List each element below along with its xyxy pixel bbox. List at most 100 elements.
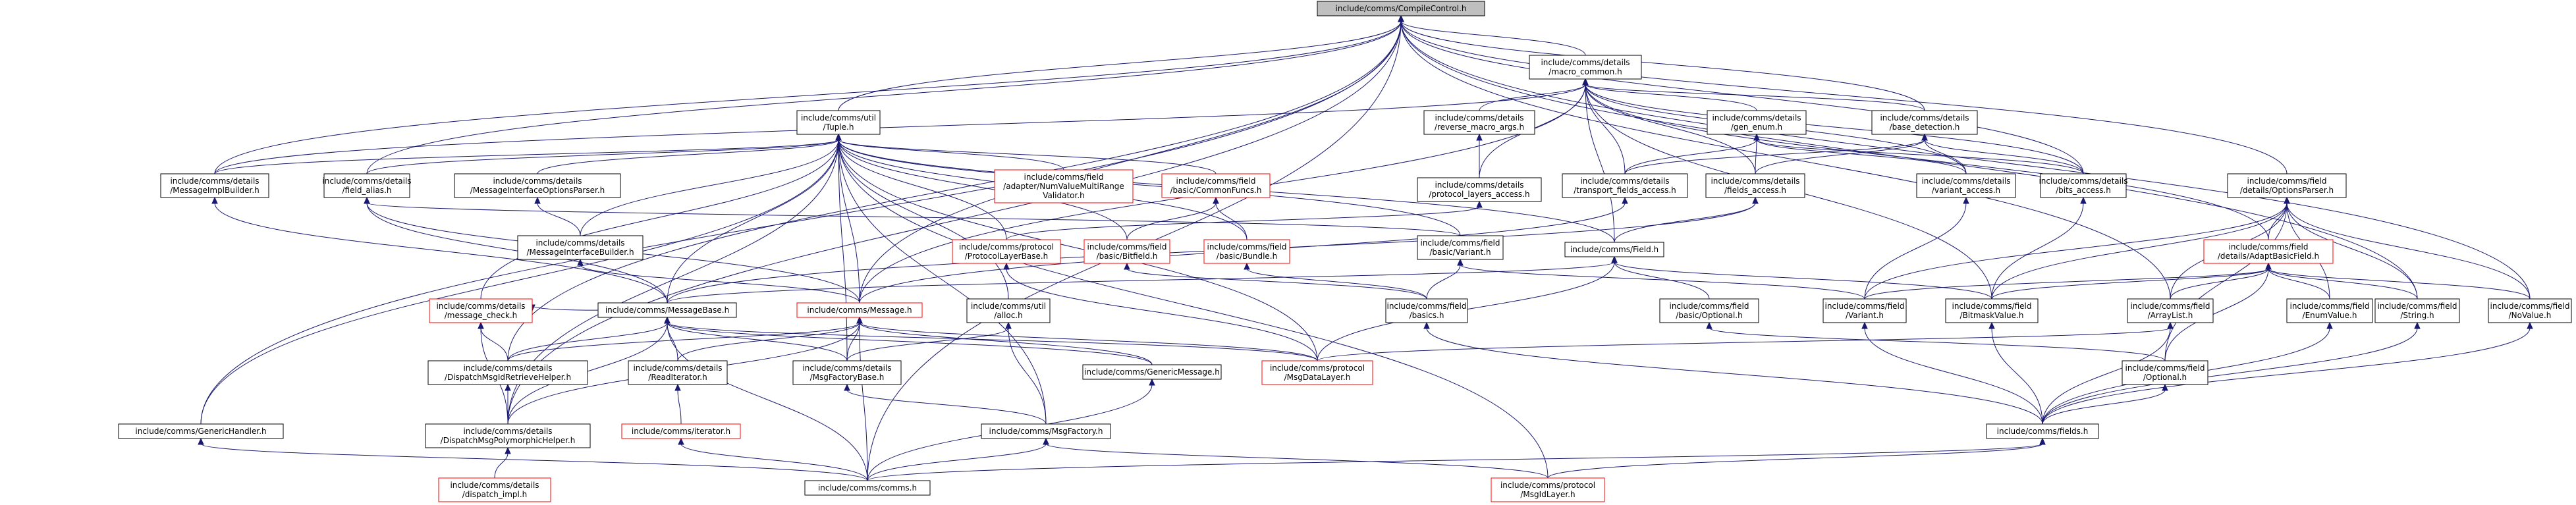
node-messagebase[interactable]: include/comms/MessageBase.h	[597, 302, 737, 318]
node-msgidlayer[interactable]: include/comms/protocol/MsgIdLayer.h	[1491, 477, 1605, 502]
node-macro_common[interactable]: include/comms/details/macro_common.h	[1529, 55, 1642, 80]
node-field_string[interactable]: include/comms/field/String.h	[2374, 298, 2460, 323]
node-label-line: /ArrayList.h	[2148, 311, 2193, 320]
node-basic_commonfuncs[interactable]: include/comms/field/basic/CommonFuncs.h	[1161, 173, 1271, 198]
edge-optionsparser-to-field_optional	[2164, 196, 2290, 361]
node-fields_access[interactable]: include/comms/details/fields_access.h	[1705, 173, 1805, 198]
node-optionsparser[interactable]: include/comms/field/details/OptionsParse…	[2227, 173, 2347, 198]
node-reverse_macro_args[interactable]: include/comms/details/reverse_macro_args…	[1423, 110, 1535, 135]
node-label-line: /alloc.h	[994, 311, 1022, 320]
node-alloc[interactable]: include/comms/util/alloc.h	[966, 298, 1051, 323]
edge-tuple-to-field_alias	[366, 133, 842, 174]
node-novalue[interactable]: include/comms/field/NoValue.h	[2488, 298, 2572, 323]
edge-gen_enum-to-transport_fields_access	[1624, 133, 1760, 174]
node-label-line: /Tuple.h	[823, 122, 854, 132]
node-dispatch_impl[interactable]: include/comms/details/dispatch_impl.h	[438, 477, 551, 502]
edge-macro_common-to-messageimplbuilder	[214, 78, 1589, 174]
edge-gen_enum-to-bits_access	[1753, 133, 2084, 174]
node-field_h[interactable]: include/comms/Field.h	[1564, 242, 1664, 257]
node-enumvalue[interactable]: include/comms/field/EnumValue.h	[2286, 298, 2373, 323]
edge-macro_common-to-field_h	[1582, 78, 1615, 243]
edge-tuple-to-messageinterfaceoptionsparser	[537, 133, 842, 174]
node-label-line: /NoValue.h	[2509, 311, 2552, 320]
node-messageinterfaceoptionsparser[interactable]: include/comms/details/MessageInterfaceOp…	[454, 173, 621, 198]
node-genericHandler[interactable]: include/comms/GenericHandler.h	[118, 423, 284, 439]
node-label-line: /bits_access.h	[2056, 186, 2111, 195]
node-dispatchmsgidretrievehelper[interactable]: include/comms/details/DispatchMsgIdRetri…	[427, 360, 588, 385]
node-adaptbasicfield[interactable]: include/comms/field/details/AdaptBasicFi…	[2203, 239, 2334, 264]
edge-messagebase-to-genericmessage	[664, 316, 1153, 365]
node-comms_h[interactable]: include/comms/comms.h	[804, 480, 931, 496]
node-field_optional[interactable]: include/comms/field/Optional.h	[2122, 360, 2208, 385]
edge-readiterator-to-iterator	[674, 383, 682, 425]
edge-variant_access-to-field_variant	[1864, 196, 1969, 300]
node-msgfactory[interactable]: include/comms/MsgFactory.h	[981, 423, 1111, 439]
node-label-line: include/comms/field	[2289, 302, 2369, 311]
edge-messageinterfaceoptionsparser-to-messageinterfacebuilder	[534, 196, 581, 236]
node-label-line: include/comms/details	[170, 176, 259, 186]
node-label-line: /MsgDataLayer.h	[1284, 373, 1351, 382]
edge-tuple-to-message_check	[480, 133, 842, 300]
node-readiterator[interactable]: include/comms/details/ReadIterator.h	[628, 360, 728, 385]
node-msgfactorybase[interactable]: include/comms/details/MsgFactoryBase.h	[792, 360, 902, 385]
edge-basic_bundle-to-basics	[1244, 262, 1427, 300]
node-dispatchmsgpolymorphichelper[interactable]: include/comms/details/DispatchMsgPolymor…	[425, 423, 591, 448]
node-basic_bundle[interactable]: include/comms/field/basic/Bundle.h	[1203, 239, 1290, 264]
node-variant_access[interactable]: include/comms/details/variant_access.h	[1916, 173, 2016, 198]
node-fields_h[interactable]: include/comms/fields.h	[1986, 423, 2099, 439]
node-basics[interactable]: include/comms/field/basics.h	[1385, 298, 1468, 323]
node-box	[427, 360, 588, 385]
node-label-line: include/comms/GenericHandler.h	[135, 427, 266, 436]
edge-messageinterfacebuilder-to-message_h	[577, 258, 860, 304]
node-message_check[interactable]: include/comms/details/message_check.h	[429, 298, 533, 323]
edges-layer	[198, 14, 2533, 481]
edge-iterator-to-comms_h	[678, 437, 868, 481]
node-label-line: include/comms/details	[1580, 176, 1669, 186]
node-messageinterfacebuilder[interactable]: include/comms/details/MessageInterfaceBu…	[517, 235, 644, 260]
edge-fields_access-to-field_h	[1614, 196, 1759, 243]
node-protocol_layers_access[interactable]: include/comms/details/protocol_layers_ac…	[1417, 177, 1542, 202]
node-label-line: /MessageImplBuilder.h	[170, 186, 260, 195]
node-label-line: include/comms/field	[1824, 302, 1904, 311]
node-box	[796, 110, 881, 135]
node-adapter_nvmrv[interactable]: include/comms/field/adapter/NumValueMult…	[994, 169, 1134, 203]
node-msgdatalayer[interactable]: include/comms/protocol/MsgDataLayer.h	[1261, 360, 1373, 385]
node-label-line: /BitmaskValue.h	[1960, 311, 2024, 320]
node-field_alias[interactable]: include/comms/details/field_alias.h	[322, 173, 412, 198]
node-label-line: include/comms/util	[801, 113, 876, 122]
edge-bits_access-to-bitmaskvalue	[1991, 196, 2087, 300]
node-arraylist[interactable]: include/comms/field/ArrayList.h	[2127, 298, 2214, 323]
edge-messagebase-to-dispatchmsgidretrievehelper	[507, 316, 671, 361]
edge-compilecontrol-to-tuple	[838, 14, 1404, 111]
node-basic_optional[interactable]: include/comms/field/basic/Optional.h	[1659, 298, 1759, 323]
node-messageimplbuilder[interactable]: include/comms/details/MessageImplBuilder…	[160, 173, 269, 198]
node-basic_bitfield[interactable]: include/comms/field/basic/Bitfield.h	[1083, 239, 1170, 264]
node-label-line: include/comms/details	[1921, 176, 2010, 186]
node-message_h[interactable]: include/comms/Message.h	[796, 302, 923, 318]
node-basic_variant[interactable]: include/comms/field/basic/Variant.h	[1417, 235, 1504, 260]
node-protocollayerbase[interactable]: include/comms/protocol/ProtocolLayerBase…	[952, 239, 1061, 264]
node-base_detection[interactable]: include/comms/details/base_detection.h	[1871, 110, 1978, 135]
node-gen_enum[interactable]: include/comms/details/gen_enum.h	[1707, 110, 1807, 135]
node-transport_fields_access[interactable]: include/comms/details/transport_fields_a…	[1562, 173, 1688, 198]
node-label-line: include/comms/field	[2228, 242, 2308, 252]
node-field_variant[interactable]: include/comms/field/Variant.h	[1822, 298, 1907, 323]
node-label-line: include/comms/field	[1386, 302, 1466, 311]
edge-compilecontrol-to-arraylist	[1398, 14, 2171, 300]
edge-compilecontrol-to-bits_access	[1398, 14, 2084, 174]
node-label-line: include/comms/field	[2130, 302, 2210, 311]
node-label-line: include/comms/field	[2377, 302, 2457, 311]
node-tuple[interactable]: include/comms/util/Tuple.h	[796, 110, 881, 135]
node-bitmaskvalue[interactable]: include/comms/field/BitmaskValue.h	[1945, 298, 2039, 323]
node-compilecontrol: include/comms/CompileControl.h	[1317, 1, 1485, 16]
node-box	[1417, 235, 1504, 260]
node-genericmessage[interactable]: include/comms/GenericMessage.h	[1082, 364, 1222, 380]
node-label-line: include/comms/details	[1435, 180, 1523, 190]
node-label-line: include/comms/details	[493, 176, 582, 186]
node-iterator[interactable]: include/comms/iterator.h	[621, 423, 741, 439]
node-bits_access[interactable]: include/comms/details/bits_access.h	[2039, 173, 2128, 198]
edge-tuple-to-adapter_nvmrv	[835, 133, 1064, 171]
node-label-line: /gen_enum.h	[1731, 122, 1782, 132]
node-label-line: /details/OptionsParser.h	[2240, 186, 2334, 195]
edge-arraylist-to-msgdatalayer	[1317, 321, 2174, 361]
